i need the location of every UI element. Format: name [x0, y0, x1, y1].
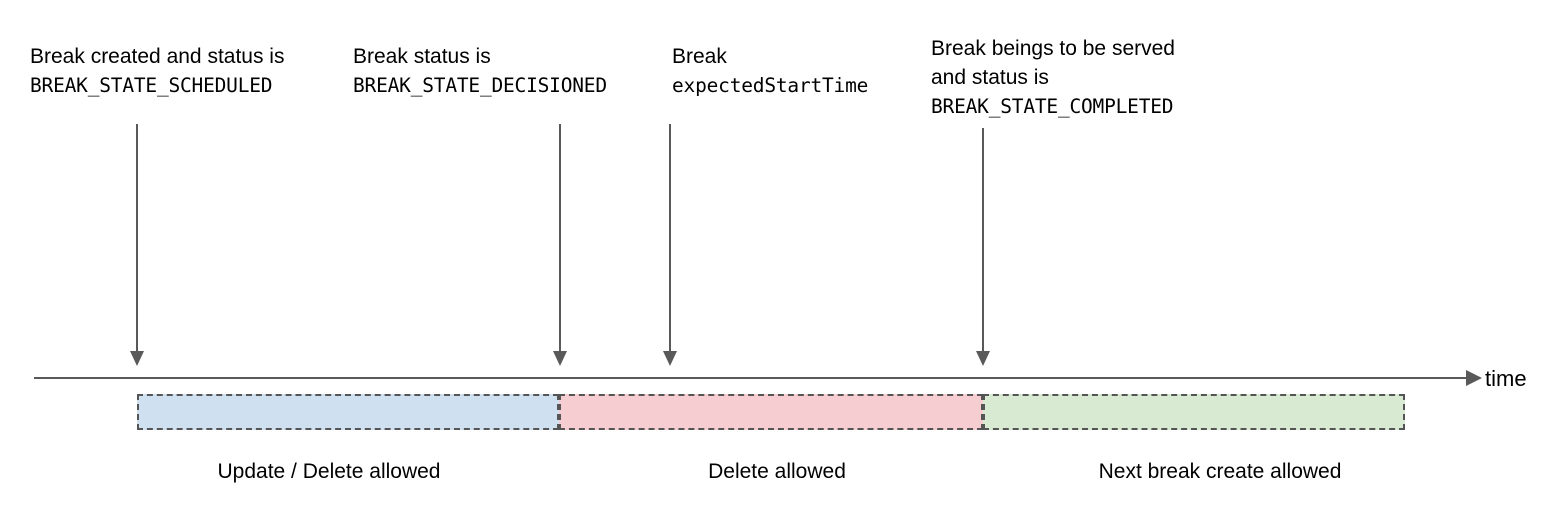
event-label-decisioned: Break status is BREAK_STATE_DECISIONED — [353, 42, 607, 100]
event-label-line-state: BREAK_STATE_SCHEDULED — [30, 74, 273, 97]
event-label-line: Break status is — [353, 45, 491, 68]
arrow-head — [553, 351, 567, 366]
event-label-line-state: BREAK_STATE_COMPLETED — [931, 95, 1174, 118]
phase-bar-scheduled — [137, 394, 559, 430]
time-axis-line — [34, 377, 1471, 379]
event-label-line: and status is — [931, 66, 1049, 89]
event-label-line-field: expectedStartTime — [672, 74, 869, 97]
arrow-down-icon — [661, 124, 679, 366]
arrow-shaft — [982, 128, 984, 352]
arrow-shaft — [559, 124, 561, 352]
phase-bar-decisioned — [559, 394, 983, 430]
arrow-head — [663, 351, 677, 366]
phase-caption-decisioned: Delete allowed — [708, 460, 846, 483]
event-label-expected-start-time: Break expectedStartTime — [672, 42, 868, 100]
arrow-shaft — [669, 124, 671, 352]
arrow-down-icon — [974, 128, 992, 366]
event-label-line-state: BREAK_STATE_DECISIONED — [353, 74, 607, 97]
phase-caption-completed: Next break create allowed — [1098, 460, 1342, 483]
event-label-line: Break — [672, 45, 727, 68]
arrow-head — [130, 351, 144, 366]
event-label-line: Break created and status is — [30, 45, 285, 68]
arrow-down-icon — [128, 124, 146, 366]
phase-caption-scheduled: Update / Delete allowed — [217, 460, 441, 483]
arrow-right-icon — [1466, 370, 1482, 386]
event-label-created: Break created and status is BREAK_STATE_… — [30, 42, 284, 100]
event-label-completed: Break beings to be served and status is … — [931, 34, 1175, 121]
arrow-head — [976, 351, 990, 366]
event-label-line: Break beings to be served — [931, 37, 1175, 60]
time-axis-label: time — [1485, 366, 1527, 391]
phase-bar-completed — [983, 394, 1405, 430]
arrow-down-icon — [551, 124, 569, 366]
arrow-shaft — [136, 124, 138, 352]
